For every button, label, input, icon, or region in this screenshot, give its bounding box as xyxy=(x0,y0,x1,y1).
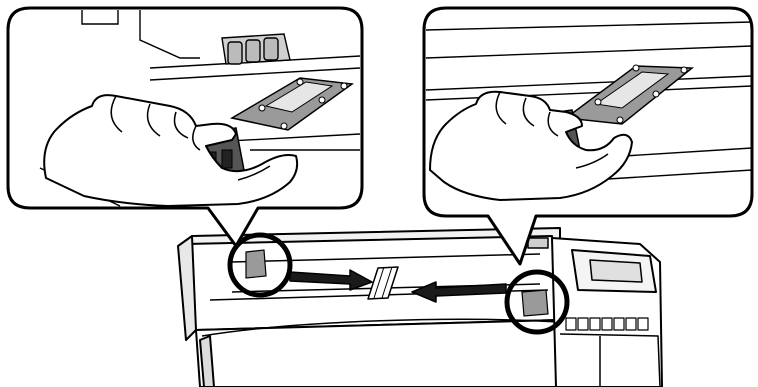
print-head xyxy=(222,34,290,64)
right-detail xyxy=(424,8,752,264)
left-detail xyxy=(8,8,362,246)
